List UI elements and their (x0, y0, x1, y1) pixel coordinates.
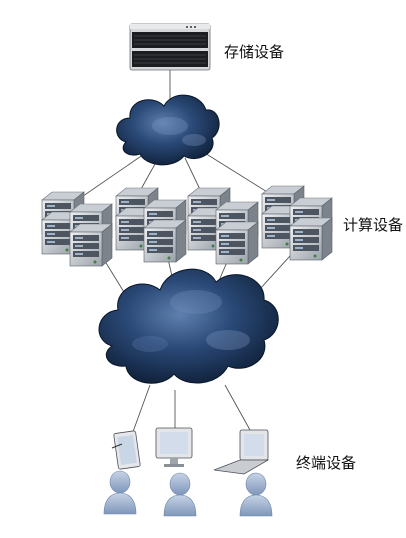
user-icon (239, 472, 273, 517)
user-icon (163, 472, 197, 517)
server-rack-icon (261, 185, 333, 261)
tablet-icon (111, 430, 141, 470)
storage-label: 存储设备 (224, 43, 285, 61)
cloud-icon (98, 268, 279, 384)
terminal-label: 终端设备 (296, 454, 357, 472)
user-icon (103, 470, 137, 515)
server-rack-icon (41, 191, 113, 267)
laptop-icon (213, 429, 270, 475)
link-cloud-terminal3 (224, 384, 251, 431)
server-rack-icon (187, 187, 259, 265)
cloud-icon (116, 94, 220, 166)
compute-label: 计算设备 (343, 216, 404, 234)
monitor-icon (155, 427, 193, 467)
storage-array-icon (129, 23, 211, 71)
server-rack-icon (115, 187, 187, 263)
